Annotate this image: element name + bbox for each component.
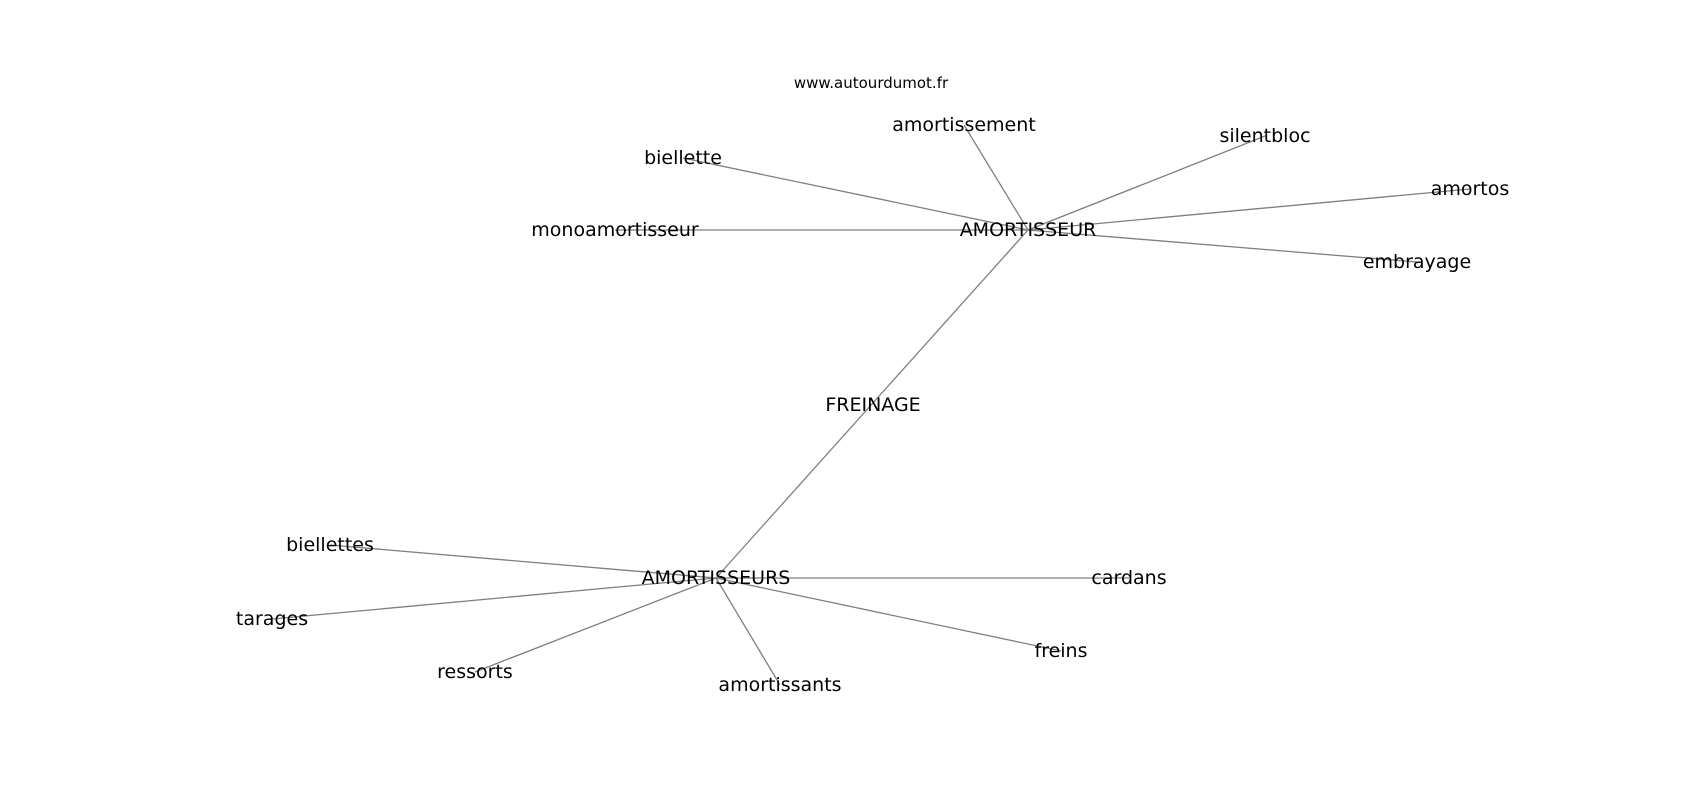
node-label-biellettes: biellettes [286, 534, 374, 556]
edge-amortisseurs-freins [715, 577, 1062, 652]
edge-amortisseur-silentbloc [1027, 135, 1266, 231]
edge-amortisseurs-ressorts [474, 577, 717, 673]
node-label-ressorts: ressorts [437, 661, 513, 683]
node-label-silentbloc: silentbloc [1219, 125, 1310, 147]
node-label-embrayage: embrayage [1363, 251, 1471, 273]
edge-amortisseur-amortisseurs [715, 229, 1029, 579]
node-label-biellette: biellette [644, 147, 722, 169]
graph-labels: FREINAGE AMORTISSEUR AMORTISSEURS amortisse… [236, 114, 1509, 696]
node-label-amortos: amortos [1431, 178, 1510, 200]
node-label-amortissants: amortissants [718, 674, 841, 696]
edge-amortisseurs-biellettes [329, 544, 717, 579]
graph-edges [271, 124, 1471, 686]
node-label-tarages: tarages [236, 608, 308, 630]
edge-amortisseur-amortissement [963, 124, 1029, 231]
edge-amortisseur-embrayage [1027, 229, 1418, 263]
edge-amortisseur-biellette [682, 157, 1029, 231]
node-label-amortissement: amortissement [892, 114, 1036, 136]
node-label-freinage: FREINAGE [825, 394, 920, 416]
node-label-amortisseur: AMORTISSEUR [960, 219, 1097, 241]
watermark: www.autourdumot.fr [794, 74, 949, 92]
edge-amortisseur-amortos [1027, 188, 1471, 231]
node-label-cardans: cardans [1091, 567, 1166, 589]
node-label-monoamortisseur: monoamortisseur [531, 219, 699, 241]
node-label-amortisseurs: AMORTISSEURS [642, 567, 791, 589]
node-label-freins: freins [1035, 640, 1088, 662]
edge-amortisseurs-amortissants [715, 577, 781, 686]
edge-amortisseurs-tarages [271, 577, 717, 620]
